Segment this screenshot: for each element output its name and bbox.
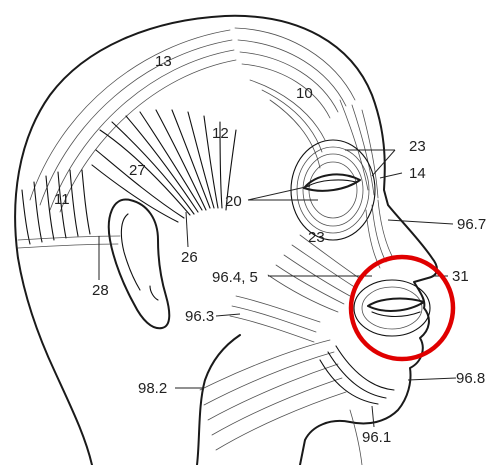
label-13: 13 bbox=[155, 53, 172, 70]
label-12: 12 bbox=[212, 125, 229, 142]
label-26: 26 bbox=[181, 249, 198, 266]
label-23-top: 23 bbox=[409, 138, 426, 155]
label-96-7: 96.7 bbox=[457, 216, 486, 233]
label-96-4-5: 96.4, 5 bbox=[212, 269, 258, 286]
label-98-2: 98.2 bbox=[138, 380, 167, 397]
orbicularis-oris bbox=[354, 280, 430, 336]
occipital-fibers bbox=[18, 170, 120, 248]
label-20: 20 bbox=[225, 193, 242, 210]
label-31: 31 bbox=[452, 268, 469, 285]
label-10: 10 bbox=[296, 85, 313, 102]
head-outline bbox=[15, 16, 437, 465]
cheek-fibers bbox=[230, 235, 362, 342]
label-28: 28 bbox=[92, 282, 109, 299]
label-96-3: 96.3 bbox=[185, 308, 214, 325]
highlight-circle bbox=[351, 257, 453, 359]
label-11: 11 bbox=[54, 191, 70, 208]
labels: 13 10 12 23 14 27 11 20 96.7 23 26 28 96… bbox=[54, 53, 486, 446]
ear bbox=[109, 200, 169, 329]
orbicularis-oculi bbox=[291, 140, 375, 240]
label-27: 27 bbox=[129, 162, 146, 179]
label-14: 14 bbox=[409, 165, 426, 182]
label-96-1: 96.1 bbox=[362, 429, 391, 446]
neck-fibers bbox=[200, 340, 394, 465]
label-96-8: 96.8 bbox=[456, 370, 485, 387]
label-23-lower: 23 bbox=[308, 229, 325, 246]
